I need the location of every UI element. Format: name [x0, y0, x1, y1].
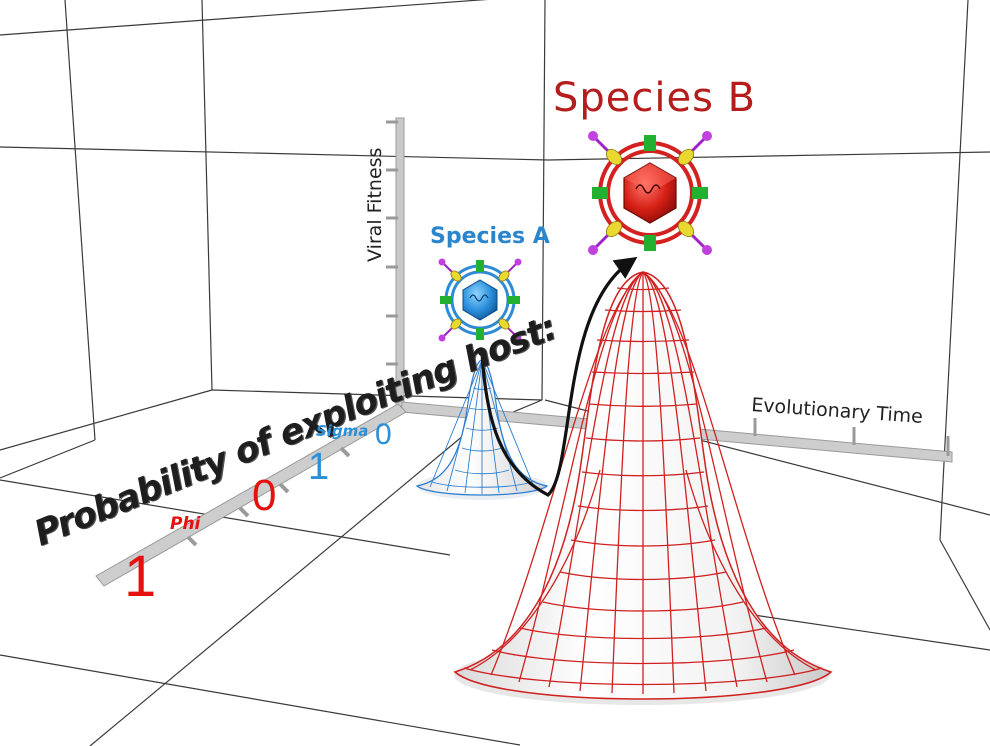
species-b-virus-icon: [588, 131, 712, 255]
grid-line: [939, 0, 969, 541]
grid-line: [541, 0, 546, 401]
species-b-peak: [453, 271, 833, 705]
grid-line: [0, 389, 213, 451]
grid-line: [89, 429, 471, 746]
grid-line: [201, 0, 213, 391]
y-axis: [386, 117, 405, 407]
arrow-start-dot: [478, 348, 486, 356]
evolution-arrow: [480, 256, 638, 497]
grid-line: [0, 654, 521, 746]
grid-line: [0, 146, 549, 161]
grid-line: [0, 479, 451, 556]
grid-line: [719, 609, 990, 651]
z-axis: [95, 403, 407, 587]
grid-line: [0, 439, 96, 479]
grid-line: [939, 539, 990, 631]
species-a-virus-icon: [438, 258, 522, 342]
grid-line: [64, 0, 96, 441]
grid-line: [0, 0, 488, 36]
species-a-peak: [415, 359, 549, 500]
